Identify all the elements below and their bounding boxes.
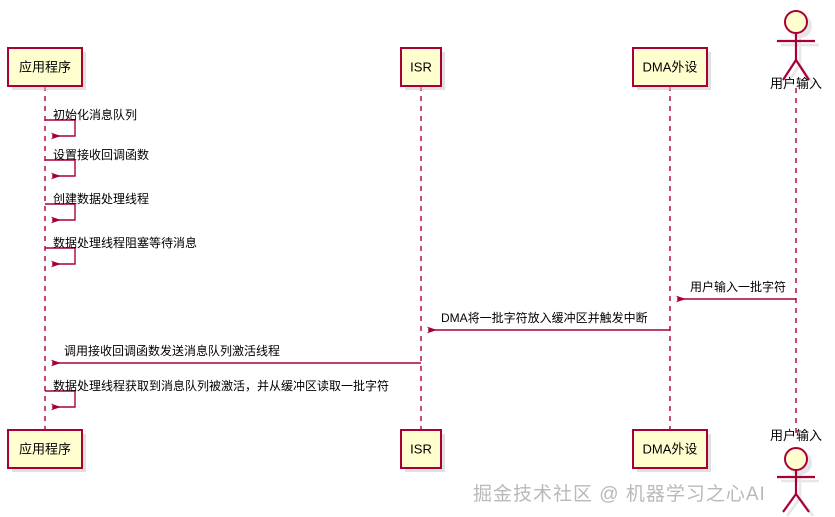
actor-user-label-top: 用户输入 [770,76,822,91]
actor-head-icon [784,447,808,471]
message-m1-label: 初始化消息队列 [53,107,137,122]
participant-app-label-bottom: 应用程序 [19,441,71,456]
message-m4-self-loop [45,247,76,268]
participant-isr-bottom[interactable]: ISR [400,429,445,472]
participant-app-top[interactable]: 应用程序 [7,47,86,90]
message-m8-label: 数据处理线程获取到消息队列被激活，并从缓冲区读取一批字符 [53,378,389,393]
participant-box[interactable] [400,47,442,87]
participant-box[interactable] [400,429,442,469]
message-m2-self-loop [45,159,76,180]
message-m4[interactable]: 数据处理线程阻塞等待消息 [45,235,197,268]
message-m8-self-loop [45,390,76,411]
message-m3-self-loop [45,203,76,224]
message-m3[interactable]: 创建数据处理线程 [45,191,149,224]
actor-stick-figure-icon [777,10,815,81]
watermark-label: 掘金技术社区 @ 机器学习之心AI [473,483,766,505]
message-m6[interactable]: DMA将一批字符放入缓冲区并触发中断 [427,310,670,334]
participant-box[interactable] [632,429,708,469]
participant-app-label: 应用程序 [19,59,71,74]
message-m5-label: 用户输入一批字符 [690,279,786,294]
participant-dma-bottom[interactable]: DMA外设 [632,429,711,472]
message-m1[interactable]: 初始化消息队列 [45,107,137,140]
message-m7[interactable]: 调用接收回调函数发送消息队列激活线程 [51,343,421,367]
message-m8[interactable]: 数据处理线程获取到消息队列被激活，并从缓冲区读取一批字符 [45,378,389,411]
message-m5[interactable]: 用户输入一批字符 [676,279,796,303]
message-m2[interactable]: 设置接收回调函数 [45,147,149,180]
participant-isr-label: ISR [410,59,432,74]
actor-leg-right [795,493,810,513]
actor-leg-left [782,493,797,513]
participant-box[interactable] [7,47,83,87]
participant-app-bottom[interactable]: 应用程序 [7,429,86,472]
message-m4-label: 数据处理线程阻塞等待消息 [53,235,197,250]
lifelines-group [44,86,797,434]
message-m1-self-loop [45,119,76,140]
participant-box[interactable] [7,429,83,469]
participant-dma-label: DMA外设 [643,59,698,74]
participant-isr-top[interactable]: ISR [400,47,445,90]
message-m3-label: 创建数据处理线程 [53,191,149,206]
actor-leg-left [782,59,797,81]
message-m6-label: DMA将一批字符放入缓冲区并触发中断 [441,310,648,325]
participant-box[interactable] [632,47,708,87]
actor-user-label-bottom: 用户输入 [770,428,822,443]
participant-dma-label-bottom: DMA外设 [643,441,698,456]
actor-leg-right [795,59,810,81]
message-m2-label: 设置接收回调函数 [53,147,149,162]
participant-isr-label-bottom: ISR [410,441,432,456]
actor-stick-figure-icon [777,447,815,513]
actor-head-icon [784,10,808,34]
message-m7-label: 调用接收回调函数发送消息队列激活线程 [64,343,280,358]
participant-dma-top[interactable]: DMA外设 [632,47,711,90]
actor-user-top[interactable]: 用户输入 [770,10,822,91]
actor-user-bottom[interactable]: 用户输入 [770,428,822,517]
